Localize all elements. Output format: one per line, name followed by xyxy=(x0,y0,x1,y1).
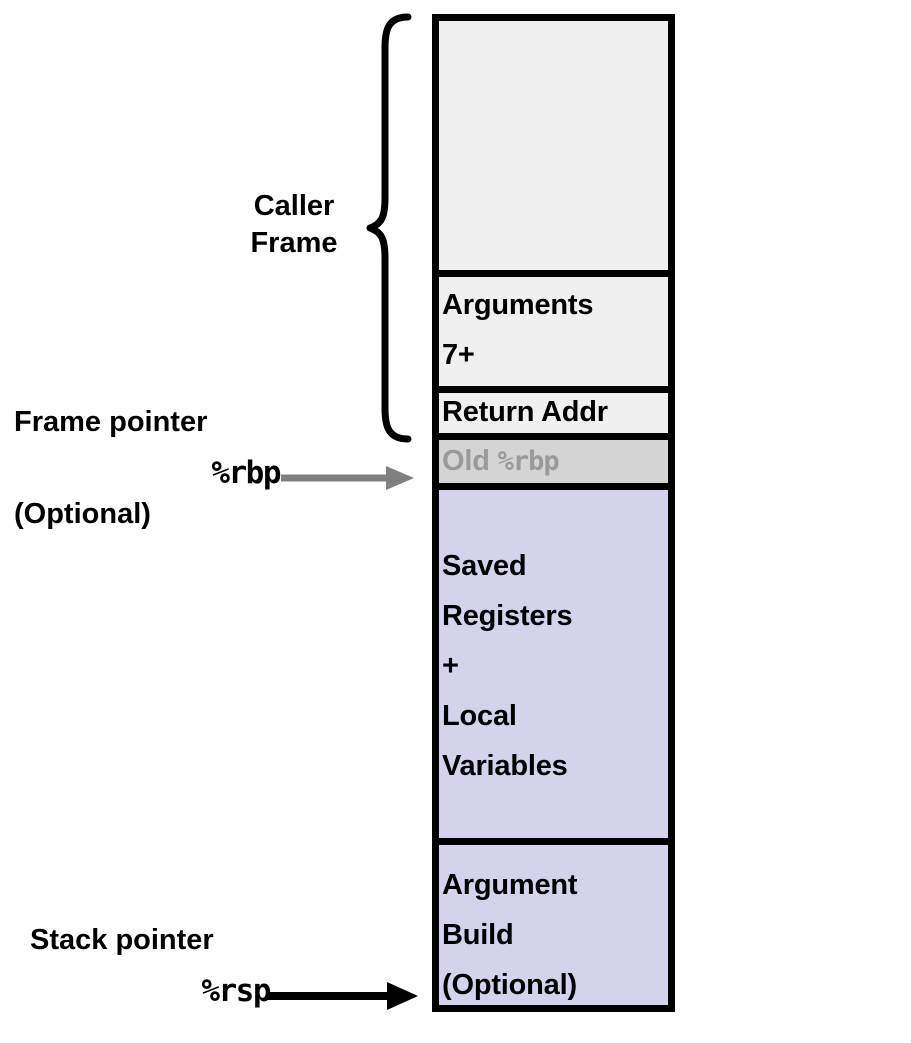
frame-pointer-optional-note: (Optional) xyxy=(14,498,151,530)
stack-cell-argument-build: Argument Build (Optional) xyxy=(439,845,668,1005)
rbp-pointer-arrow xyxy=(281,466,414,490)
caller-frame-annotation: Caller Frame xyxy=(234,188,354,262)
old-rbp-line: Old %rbp xyxy=(442,440,668,483)
return-addr-label: Return Addr xyxy=(442,396,608,429)
stack-pointer-register: %rsp xyxy=(201,973,271,1009)
frame-pointer-label: Frame pointer xyxy=(14,406,208,438)
stack-cell-saved-registers-locals: Saved Registers + Local Variables xyxy=(439,490,668,845)
stack-pointer-label: Stack pointer xyxy=(30,924,214,956)
stack-cell-arguments: Arguments 7+ xyxy=(439,277,668,393)
saved-regs-line-3: + xyxy=(442,649,459,682)
arg-build-line-2: Build xyxy=(442,918,514,951)
stack-frame-diagram: Arguments 7+ Return Addr Old %rbp Saved … xyxy=(432,14,675,1012)
caller-frame-line-2: Frame xyxy=(250,227,338,260)
stack-cell-caller-frame-empty xyxy=(439,21,668,277)
arg-build-line-3: (Optional) xyxy=(442,968,577,1001)
saved-regs-line-5: Variables xyxy=(442,749,568,782)
arg-build-line-1: Argument xyxy=(442,869,578,901)
arguments-line-1: Arguments xyxy=(442,289,594,321)
caller-frame-line-1: Caller xyxy=(253,190,335,222)
arguments-line-2: 7+ xyxy=(442,338,475,371)
rsp-pointer-arrow xyxy=(268,982,418,1010)
saved-regs-line-1: Saved xyxy=(442,550,527,582)
frame-pointer-register: %rbp xyxy=(211,455,281,491)
old-rbp-prefix: Old xyxy=(442,444,498,477)
stack-cell-return-address: Return Addr xyxy=(439,393,668,440)
saved-regs-line-2: Registers xyxy=(442,599,573,632)
saved-regs-line-4: Local xyxy=(442,699,517,732)
stack-cell-old-rbp: Old %rbp xyxy=(439,440,668,490)
old-rbp-register: %rbp xyxy=(497,445,560,477)
caller-frame-brace xyxy=(366,13,412,443)
